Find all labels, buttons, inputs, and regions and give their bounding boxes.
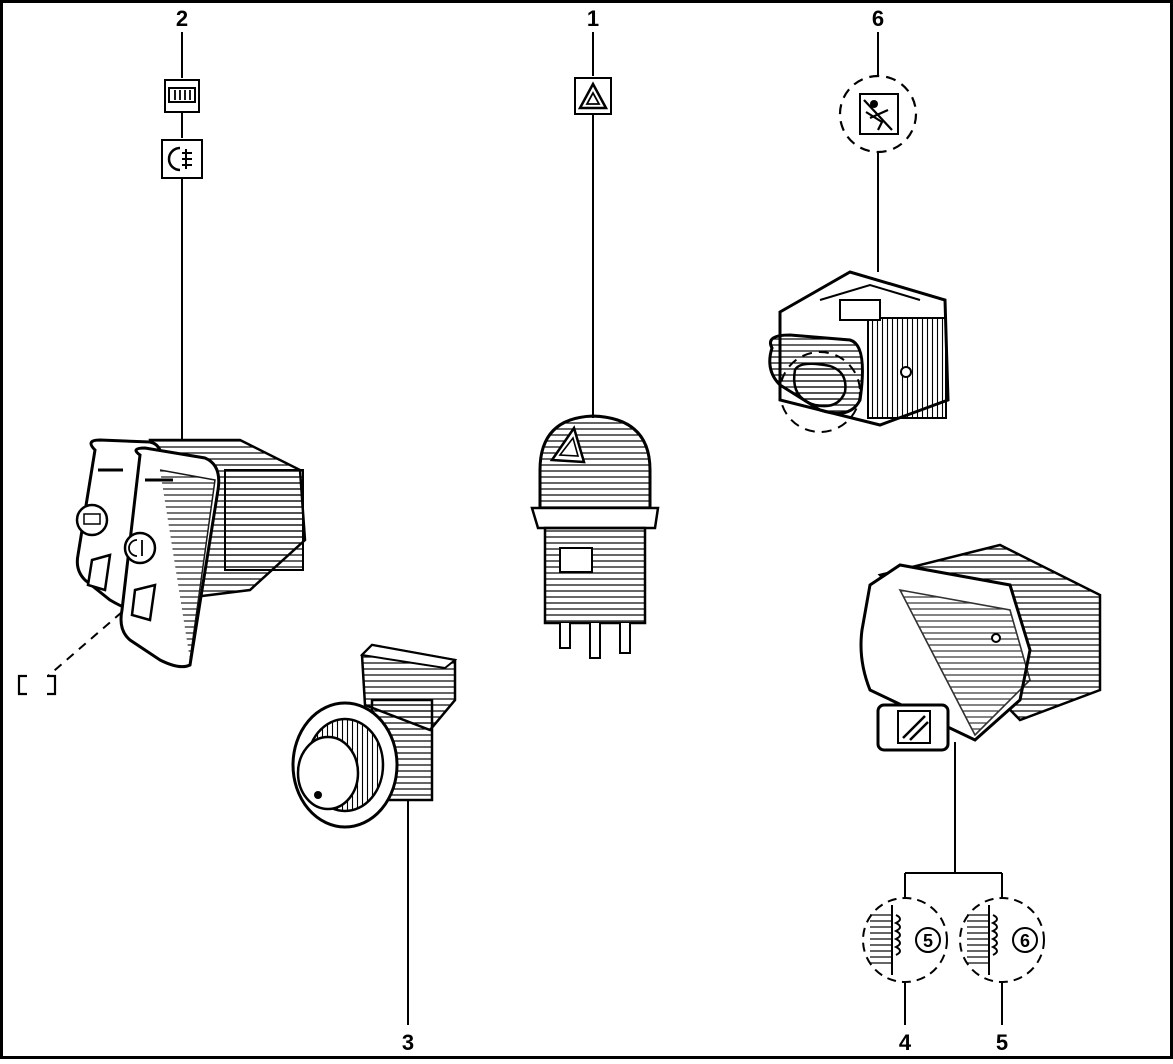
callout-1: 1 xyxy=(587,6,599,31)
hazard-switch xyxy=(530,414,660,659)
callout-5: 5 xyxy=(996,1030,1008,1055)
hazard-warning-icon xyxy=(574,77,612,115)
part-3-group: 3 xyxy=(291,643,458,1055)
power-window-switch xyxy=(859,543,1102,752)
airbag-inhibit-switch xyxy=(768,270,950,433)
blank-cap-icon xyxy=(17,674,57,696)
variant-5-detail: 5 xyxy=(862,897,948,983)
passenger-airbag-off-icon xyxy=(838,74,918,154)
callout-4: 4 xyxy=(899,1030,912,1055)
variant-6-detail: 6 xyxy=(959,897,1045,983)
double-rocker-switch xyxy=(75,438,307,669)
power-window-icon xyxy=(876,703,950,752)
rear-defrost-icon xyxy=(164,79,200,113)
part-6-group: 6 xyxy=(768,6,950,433)
part-4-5-group: 5 6 4 5 xyxy=(859,543,1102,1055)
part-1-group: 1 xyxy=(530,6,660,659)
rotary-control xyxy=(291,643,458,829)
callout-6: 6 xyxy=(872,6,884,31)
badge-5: 5 xyxy=(923,931,933,951)
part-2-group: 2 xyxy=(17,6,307,696)
callout-3: 3 xyxy=(402,1030,414,1055)
badge-6: 6 xyxy=(1020,931,1030,951)
rear-fog-light-icon xyxy=(161,139,203,179)
callout-2: 2 xyxy=(176,6,188,31)
